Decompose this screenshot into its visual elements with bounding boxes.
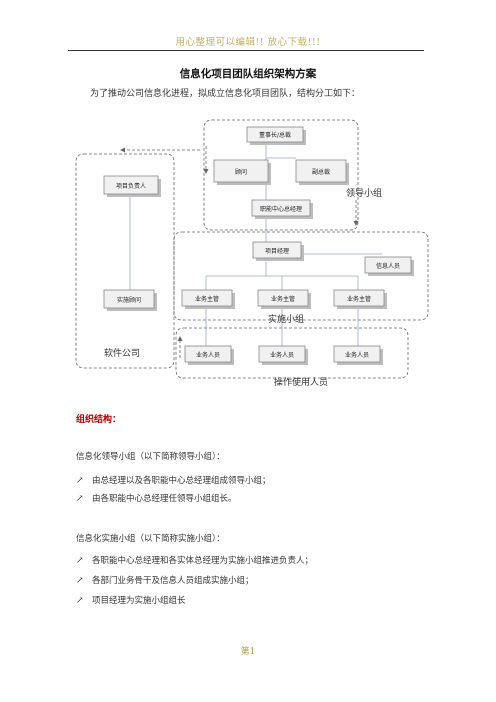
svg-text:业务人员: 业务人员: [345, 351, 369, 359]
list-item: ↗各职能中心总经理和各实体总经理为实施小组推进负责人；: [76, 556, 314, 566]
intro-paragraph: 为了推动公司信息化进程，拟成立信息化项目团队，结构分工如下：: [90, 89, 361, 99]
arrow-bullet-icon: ↗: [76, 556, 84, 566]
list-item: ↗由总经理以及各职能中心总经理组成领导小组；: [76, 476, 271, 486]
arrow-bullet-icon: ↗: [76, 596, 84, 606]
svg-text:职能中心总经理: 职能中心总经理: [260, 205, 302, 213]
arrow-head-up-icon: [177, 336, 183, 341]
svg-text:项目负责人: 项目负责人: [116, 182, 146, 190]
svg-text:顾问: 顾问: [235, 168, 247, 176]
svg-text:董事长/总裁: 董事长/总裁: [259, 131, 291, 139]
node-chairman: 董事长/总裁: [246, 126, 306, 145]
label-implementation-group: 实施小组: [268, 313, 304, 325]
svg-text:副总裁: 副总裁: [312, 168, 330, 176]
leadership-group-outline: [203, 119, 359, 231]
org-structure-heading: 组织结构：: [76, 415, 122, 425]
node-biz-lead-2: 业务主管: [257, 289, 311, 309]
implementation-group-desc: 信息化实施小组（以下简称实施小组）：: [76, 534, 225, 544]
label-leadership-group: 领导小组: [346, 187, 382, 199]
node-vice-president: 副总裁: [295, 159, 349, 185]
node-info-staff: 信息人员: [364, 256, 414, 276]
svg-text:实施顾问: 实施顾问: [117, 296, 141, 304]
operators-group-outline: [175, 327, 409, 379]
svg-text:业务主管: 业务主管: [347, 295, 371, 303]
arrow-head-down-right-icon: [353, 221, 359, 226]
page-header-text: 用心整理可以编辑!! 放心下载!!!: [175, 37, 321, 48]
header-divider: [68, 50, 424, 51]
list-item: ↗各部门业务骨干及信息人员组成实施小组；: [76, 576, 254, 586]
svg-text:业务主管: 业务主管: [195, 295, 219, 303]
svg-text:业务人员: 业务人员: [196, 351, 220, 359]
svg-text:业务人员: 业务人员: [270, 351, 294, 359]
node-advisor: 顾问: [213, 159, 271, 185]
arrow-bullet-icon: ↗: [76, 476, 84, 486]
node-sw-consultant: 实施顾问: [103, 289, 157, 311]
implementation-group-outline: [173, 231, 429, 321]
node-project-manager: 项目经理: [252, 241, 304, 261]
document-title: 信息化项目团队组织架构方案: [179, 68, 317, 80]
arrow-bullet-icon: ↗: [76, 494, 84, 504]
leadership-group-desc: 信息化领导小组（以下简称领导小组）：: [76, 452, 225, 462]
arrow-head-left-icon: [120, 147, 125, 153]
software-company-group-outline: [75, 153, 175, 369]
svg-text:信息人员: 信息人员: [376, 262, 400, 270]
label-software-company: 软件公司: [104, 347, 140, 359]
list-item: ↗由各职能中心总经理任领导小组组长。: [76, 494, 237, 504]
node-biz-staff-2: 业务人员: [258, 345, 308, 365]
label-operators: 操作使用人员: [274, 376, 328, 388]
arrow-head-down-icon: [203, 169, 209, 174]
node-center-gm: 职能中心总经理: [251, 199, 313, 219]
node-biz-staff-3: 业务人员: [333, 345, 383, 365]
arrow-bullet-icon: ↗: [76, 576, 84, 586]
page-number: 第1: [240, 647, 256, 657]
node-biz-lead-1: 业务主管: [181, 289, 235, 309]
svg-text:业务主管: 业务主管: [271, 295, 295, 303]
node-biz-lead-3: 业务主管: [333, 289, 387, 309]
list-item: ↗项目经理为实施小组组长: [76, 596, 186, 606]
node-sw-project-lead: 项目负责人: [103, 175, 161, 197]
node-biz-staff-1: 业务人员: [184, 345, 234, 365]
svg-text:项目经理: 项目经理: [265, 247, 289, 255]
